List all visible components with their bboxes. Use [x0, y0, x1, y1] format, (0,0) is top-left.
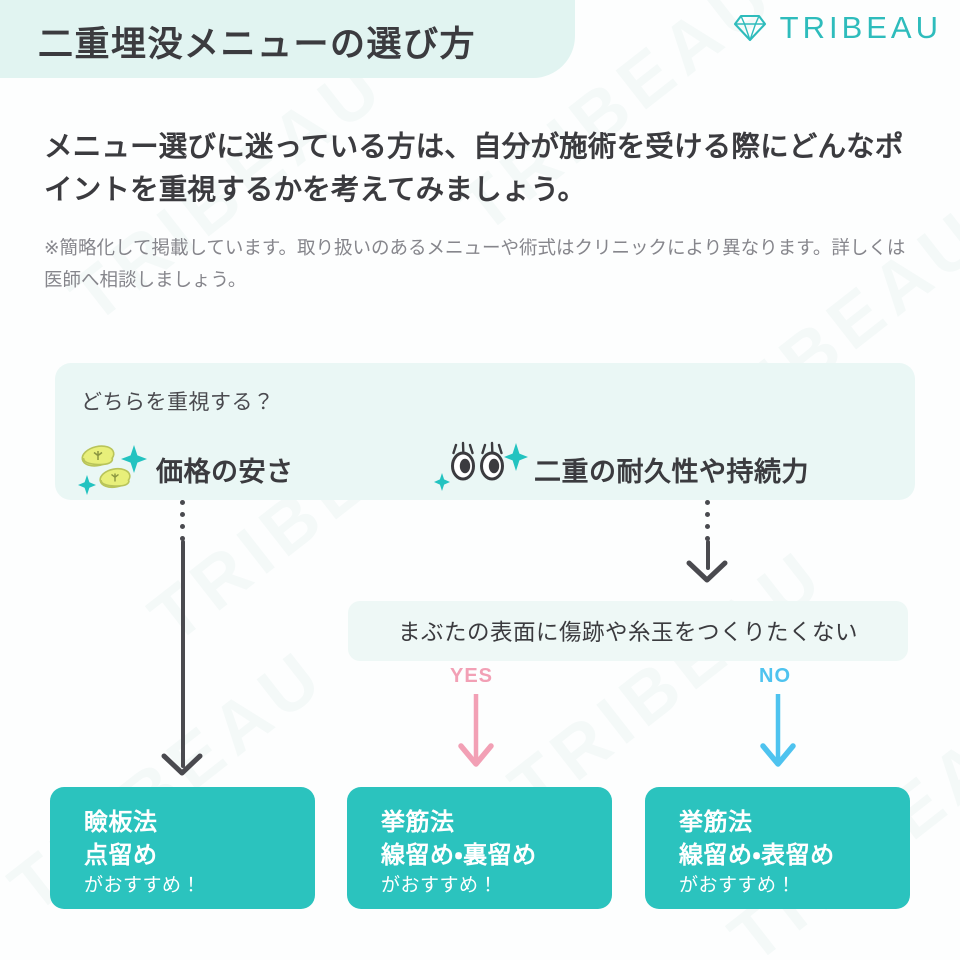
diamond-icon	[733, 13, 767, 43]
arrow-line-left	[180, 540, 185, 768]
result-card-line1: 挙筋法	[679, 809, 753, 836]
question-option-durability: 二重の耐久性や持続力	[432, 437, 809, 502]
result-card-line3: がおすすめ！	[679, 875, 797, 897]
connector-dots-right	[705, 500, 710, 541]
page-title: 二重埋没メニューの選び方	[38, 25, 477, 64]
result-card[interactable]: 挙筋法 線留め・表留め がおすすめ！	[645, 787, 910, 909]
question-option-price: 価格の安さ	[72, 437, 294, 502]
result-card-line2: 線留め・表留め	[679, 842, 835, 870]
arrow-no	[758, 691, 798, 777]
result-card[interactable]: 挙筋法 線留め・裏留め がおすすめ！	[347, 787, 612, 909]
connector-dots-left	[180, 500, 185, 541]
branch-label-yes: YES	[450, 665, 494, 687]
result-card-line3: がおすすめ！	[381, 875, 499, 897]
coins-sparkle-icon	[72, 437, 148, 502]
brand-name: TRIBEAU	[779, 10, 942, 45]
result-card-line2: 線留め・裏留め	[381, 842, 537, 870]
question-option-label: 価格の安さ	[156, 457, 294, 487]
disclaimer-note: ※簡略化して掲載しています。取り扱いのあるメニューや術式はクリニックにより異なり…	[44, 237, 906, 290]
question-option-label: 二重の耐久性や持続力	[534, 457, 809, 487]
decision-box: まぶたの表面に傷跡や糸玉をつくりたくない	[348, 601, 908, 661]
eyes-sparkle-icon	[432, 437, 528, 502]
result-card-line1: 瞼板法	[84, 809, 158, 836]
header-banner	[0, 0, 575, 78]
question-title: どちらを重視する？	[81, 391, 275, 414]
arrow-line-right	[705, 540, 710, 570]
decision-text: まぶたの表面に傷跡や糸玉をつくりたくない	[397, 620, 858, 645]
arrow-yes	[456, 691, 496, 777]
brand-logo: TRIBEAU	[733, 12, 942, 43]
lead-paragraph: メニュー選びに迷っている方は、自分が施術を受ける際にどんなポイントを重視するかを…	[44, 131, 904, 207]
result-card-line1: 挙筋法	[381, 809, 455, 836]
result-card-line2: 点留め	[84, 842, 158, 870]
arrow-head-right	[683, 549, 731, 590]
result-card-line3: がおすすめ！	[84, 875, 202, 897]
branch-label-no: NO	[759, 665, 791, 687]
result-card[interactable]: 瞼板法 点留め がおすすめ！	[50, 787, 315, 909]
arrow-head-left	[158, 742, 206, 783]
